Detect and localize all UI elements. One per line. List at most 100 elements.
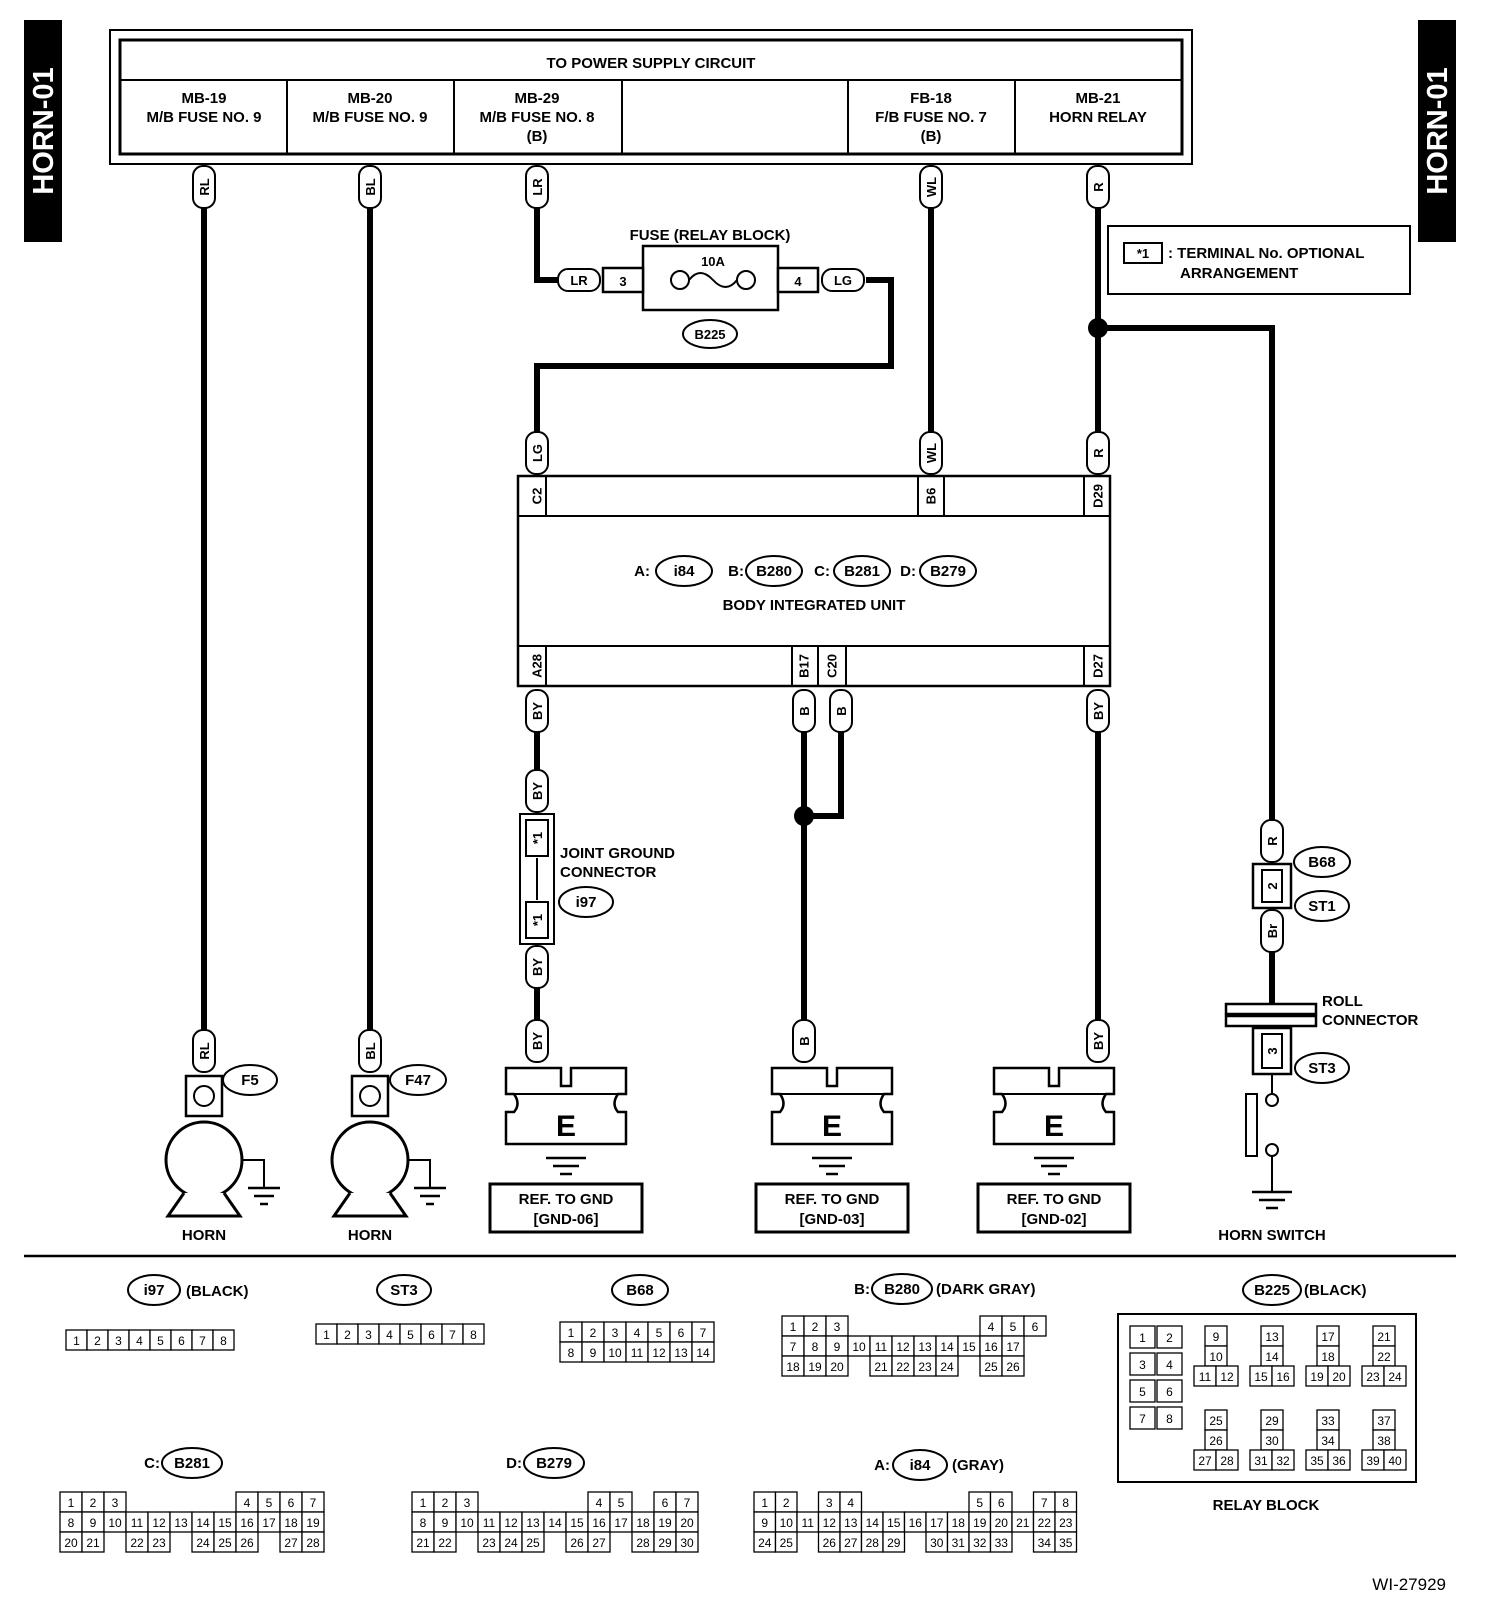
- i84-pin-24: 24: [758, 1536, 772, 1550]
- svg-text:HORN RELAY: HORN RELAY: [1049, 109, 1147, 126]
- b225-pin-36: 36: [1332, 1454, 1346, 1468]
- b281-pin-14: 14: [196, 1516, 210, 1530]
- i84-pin-35: 35: [1059, 1536, 1073, 1550]
- wire-tag-by-gnd06: BY: [525, 1019, 549, 1063]
- b279-pin-6: 6: [662, 1496, 669, 1510]
- svg-text:M/B FUSE NO. 8: M/B FUSE NO. 8: [479, 109, 594, 126]
- connector-title-st3: ST3: [376, 1274, 432, 1306]
- b280-pin-19: 19: [808, 1360, 822, 1374]
- i84-pin-22: 22: [1038, 1516, 1052, 1530]
- b68-pin-12: 12: [652, 1346, 666, 1360]
- i84-pin-10: 10: [780, 1516, 794, 1530]
- b279-pin-23: 23: [482, 1536, 496, 1550]
- svg-text:LR: LR: [570, 273, 588, 288]
- svg-text:(BLACK): (BLACK): [186, 1283, 248, 1300]
- b280-pin-1: 1: [790, 1320, 797, 1334]
- b280-pin-25: 25: [984, 1360, 998, 1374]
- b280-pin-23: 23: [918, 1360, 932, 1374]
- b279-pin-8: 8: [420, 1516, 427, 1530]
- svg-text:i97: i97: [576, 894, 597, 911]
- b280-pin-16: 16: [984, 1340, 998, 1354]
- svg-text:M/B FUSE NO. 9: M/B FUSE NO. 9: [146, 109, 261, 126]
- horn-switch-chain: R 2 B68 ST1 Br ROLL CONNECTOR 3 ST3 HORN…: [1218, 819, 1419, 1244]
- b280-pin-8: 8: [812, 1340, 819, 1354]
- b225-pin-20: 20: [1332, 1370, 1346, 1384]
- b225-pin-39: 39: [1366, 1454, 1380, 1468]
- wire-tag-lg-fuse: LG: [821, 268, 865, 292]
- b279-pin-21: 21: [416, 1536, 430, 1550]
- b279-pin-20: 20: [680, 1516, 694, 1530]
- b225-pin-28: 28: [1220, 1454, 1234, 1468]
- svg-text:2: 2: [1265, 882, 1280, 889]
- b225-pin-23: 23: [1366, 1370, 1380, 1384]
- svg-text:BY: BY: [1091, 1032, 1106, 1050]
- wire-tag-by-a28: BY: [525, 689, 549, 733]
- svg-text:HORN SWITCH: HORN SWITCH: [1218, 1227, 1326, 1244]
- b225-pin-33: 33: [1321, 1414, 1335, 1428]
- svg-text:R: R: [1265, 836, 1280, 846]
- b279-pin-4: 4: [596, 1496, 603, 1510]
- i84-pin-19: 19: [973, 1516, 987, 1530]
- biu-conn-b281: B281: [844, 563, 880, 580]
- b280-pin-9: 9: [834, 1340, 841, 1354]
- b281-pin-7: 7: [310, 1496, 317, 1510]
- svg-text:FUSE (RELAY BLOCK): FUSE (RELAY BLOCK): [630, 227, 791, 244]
- svg-text:B:: B:: [854, 1281, 870, 1298]
- b279-pin-9: 9: [442, 1516, 449, 1530]
- svg-text:F/B FUSE NO. 7: F/B FUSE NO. 7: [875, 109, 987, 126]
- b279-pin-14: 14: [548, 1516, 562, 1530]
- b225-pin-22: 22: [1377, 1350, 1391, 1364]
- i84-pin-2: 2: [783, 1496, 790, 1510]
- b281-pin-24: 24: [196, 1536, 210, 1550]
- b225-pin-30: 30: [1265, 1434, 1279, 1448]
- svg-text:(B): (B): [921, 128, 942, 145]
- i97-pin-7: 7: [199, 1334, 206, 1348]
- wire-tag-by-gnd02: BY: [1086, 1019, 1110, 1063]
- pin-c20: C20: [825, 654, 840, 678]
- ground-terminal-gnd02: E REF. TO GND [GND-02]: [976, 1066, 1132, 1234]
- i84-pin-1: 1: [761, 1496, 768, 1510]
- svg-text:B: B: [797, 1036, 812, 1045]
- i84-pin-33: 33: [995, 1536, 1009, 1550]
- b68-pin-8: 8: [568, 1346, 575, 1360]
- biu-conn-b279: B279: [930, 563, 966, 580]
- svg-text:CONNECTOR: CONNECTOR: [560, 864, 657, 881]
- svg-text:HORN: HORN: [182, 1227, 226, 1244]
- st3-pin-4: 4: [386, 1328, 393, 1342]
- svg-text:REF. TO GND: REF. TO GND: [519, 1191, 614, 1208]
- svg-text:B280: B280: [884, 1281, 920, 1298]
- i84-pin-31: 31: [952, 1536, 966, 1550]
- b279-pin-11: 11: [483, 1516, 496, 1530]
- svg-text:B: B: [797, 706, 812, 715]
- svg-text:ROLL: ROLL: [1322, 993, 1363, 1010]
- b225-pin-25: 25: [1209, 1414, 1223, 1428]
- svg-text:BY: BY: [530, 958, 545, 976]
- b68-pin-14: 14: [696, 1346, 710, 1360]
- svg-text:CONNECTOR: CONNECTOR: [1322, 1012, 1419, 1029]
- biu-title: BODY INTEGRATED UNIT: [723, 597, 906, 614]
- b225-pin-5: 5: [1139, 1385, 1146, 1399]
- b225-pin-38: 38: [1377, 1434, 1391, 1448]
- svg-text:BY: BY: [530, 782, 545, 800]
- wire-tag-lg-biu: LG: [525, 431, 549, 475]
- st3-pin-3: 3: [365, 1328, 372, 1342]
- side-tab-right: HORN-01: [1418, 20, 1456, 242]
- svg-text:(B): (B): [527, 128, 548, 145]
- svg-text:MB-20: MB-20: [347, 90, 392, 107]
- svg-text:3: 3: [619, 274, 626, 289]
- svg-text:E: E: [1044, 1110, 1064, 1143]
- i84-pin-23: 23: [1059, 1516, 1073, 1530]
- wire-tag-b-c20: B: [829, 689, 853, 733]
- b279-pin-3: 3: [464, 1496, 471, 1510]
- b280-pin-5: 5: [1010, 1320, 1017, 1334]
- connector-title-b68: B68: [611, 1274, 669, 1306]
- svg-text:4: 4: [794, 274, 802, 289]
- svg-text:BL: BL: [363, 1042, 378, 1059]
- svg-text:10A: 10A: [701, 254, 725, 269]
- wire-tag-rl-top: RL: [192, 165, 216, 209]
- svg-text:C:: C:: [144, 1455, 160, 1472]
